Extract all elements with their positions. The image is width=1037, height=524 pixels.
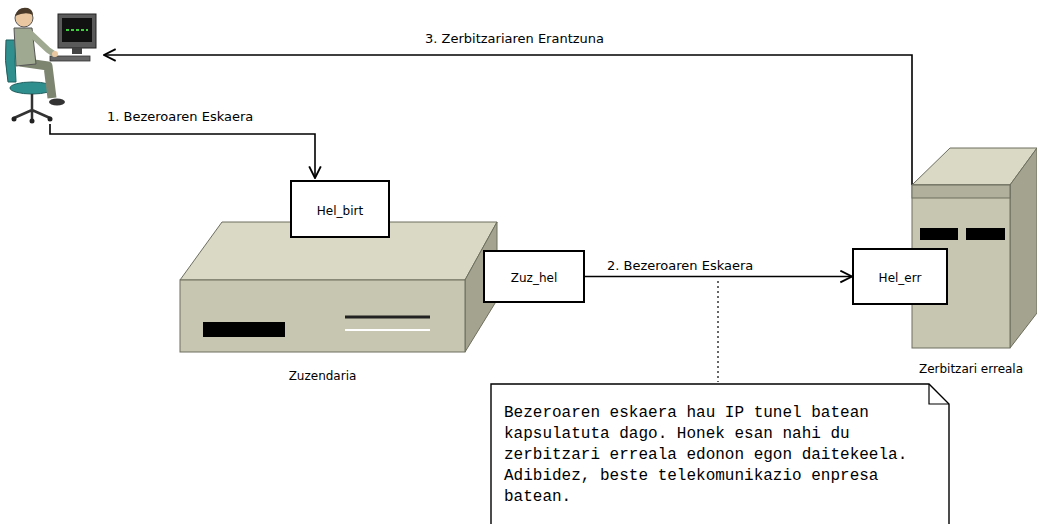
device-line [345,316,430,319]
chair-wheel [30,119,35,124]
monitor [58,14,96,48]
arrow-label: 1. Bezeroaren Eskaera [105,109,255,124]
note-text: Bezeroaren eskaera hau IP tunel batean k… [504,403,919,508]
text-holder: Zuzendaria [180,365,465,384]
port-box: Zuz_hel [483,250,585,303]
note-fold [929,384,949,404]
connector-label: 2. Bezeroaren Eskaera [605,258,755,273]
shoe [49,99,65,106]
port-label: Hel_err [879,271,922,285]
server-slot [920,228,958,240]
server-side [1010,148,1037,348]
label-holder: 3. Zerbitzariaren Erantzuna [423,28,606,47]
note-outline [491,384,949,524]
label-holder: 1. Bezeroaren Eskaera [105,106,255,125]
port-label: Hel_birt [317,204,363,218]
text-holder: Bezeroaren eskaera hau IP tunel batean k… [504,403,919,508]
label-holder: 2. Bezeroaren Eskaera [605,255,755,274]
tunnel-connector [585,276,852,278]
server-band [912,185,1010,198]
device-line [345,329,430,331]
legs [20,62,52,98]
port-label: Zuz_hel [511,271,557,285]
text-holder: Hel_birt [317,200,363,219]
chair-wheel [12,117,17,122]
device-front [180,280,465,352]
server-slot [966,228,1005,240]
arrow-label: 3. Zerbitzariaren Erantzuna [423,31,606,46]
port-box: Hel_err [852,248,948,305]
note-box: Bezeroaren eskaera hau IP tunel batean k… [490,383,950,524]
device-outline [180,222,497,382]
director-device: ZuzendariaHel_birtZuz_hel [180,222,497,382]
chair-back [5,40,16,82]
hair [15,8,33,16]
server-tower: Zerbitzari errealaHel_err [905,148,1037,380]
request-arrow [50,124,315,178]
device-slot [203,322,285,337]
response-arrow [104,55,912,185]
leader-line [717,281,718,382]
chair-base [14,94,50,120]
device-label: Zerbitzari erreala [919,362,1023,376]
arm [30,33,54,54]
monitor-stand [72,48,82,54]
chair-wheel [48,117,53,122]
text-holder: Zuz_hel [511,267,557,286]
port-box: Hel_birt [290,180,390,238]
user-figure [5,8,96,124]
monitor-screen [62,18,92,42]
text-holder: Zerbitzari erreala [905,358,1037,377]
screen-dots [66,29,88,31]
hand [52,51,58,57]
text-holder: Hel_err [879,267,922,286]
device-label: Zuzendaria [289,369,357,383]
